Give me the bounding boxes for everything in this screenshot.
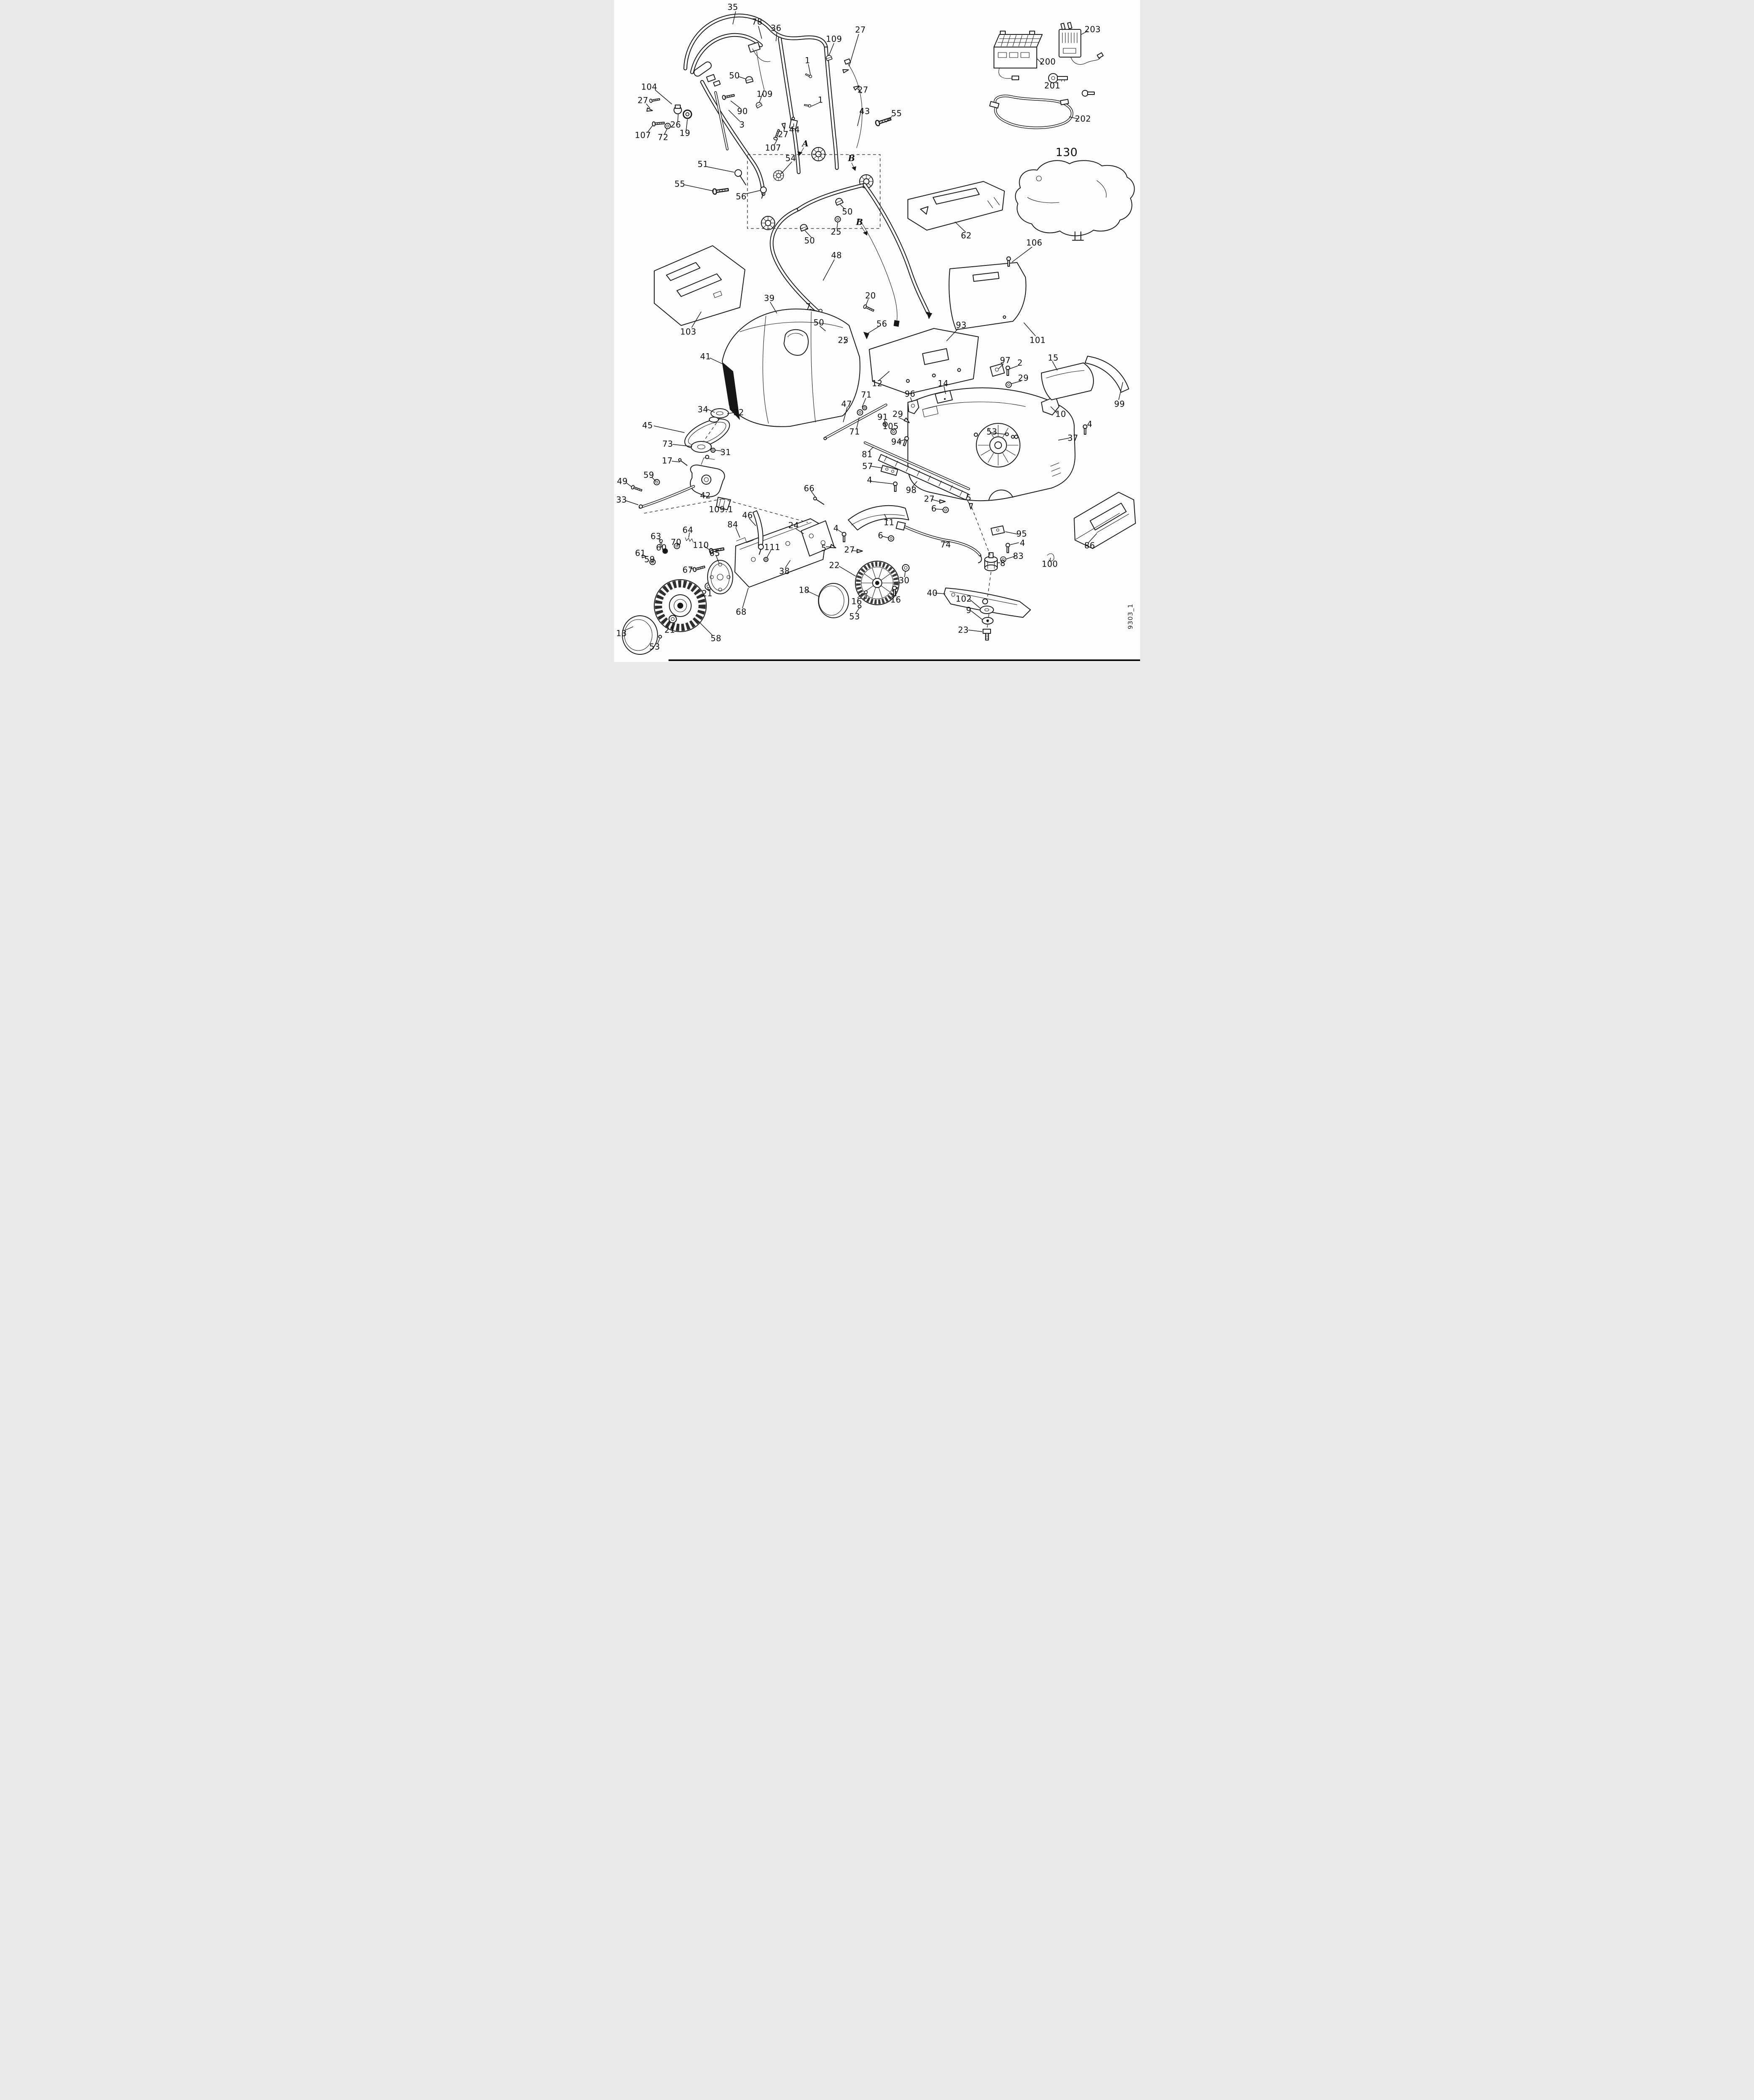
drawing-number: 9303_1 [1127,603,1134,629]
upper-handle-drawing [646,13,892,230]
scan-edge-artifact [669,659,1140,661]
mower-deck-drawing [883,363,1088,501]
lower-brackets-drawing [642,496,894,594]
panel-103-drawing [654,245,745,326]
front-wheel-drawing [818,561,910,618]
transmission-drawing [630,408,731,510]
lower-handle-drawing [770,183,932,350]
blade-assembly-drawing [944,552,1031,640]
deck-plate-93-drawing [869,328,979,394]
engine-drawing [1015,160,1135,241]
belt-cover-62-drawing [907,181,1005,231]
rear-door-101-drawing [949,256,1027,330]
leader-lines [625,11,1123,644]
rods-drawing [823,404,973,513]
construction-lines [644,147,991,628]
rear-wheel-drawing [622,579,707,655]
exploded-view-drawing [622,11,1136,655]
discharge-chute-drawing [1041,356,1129,400]
baffle-rod-drawing [848,505,982,563]
grass-bag-drawing [722,308,860,427]
electrical-parts-drawing [989,22,1104,129]
cover-86-drawing [991,492,1136,562]
